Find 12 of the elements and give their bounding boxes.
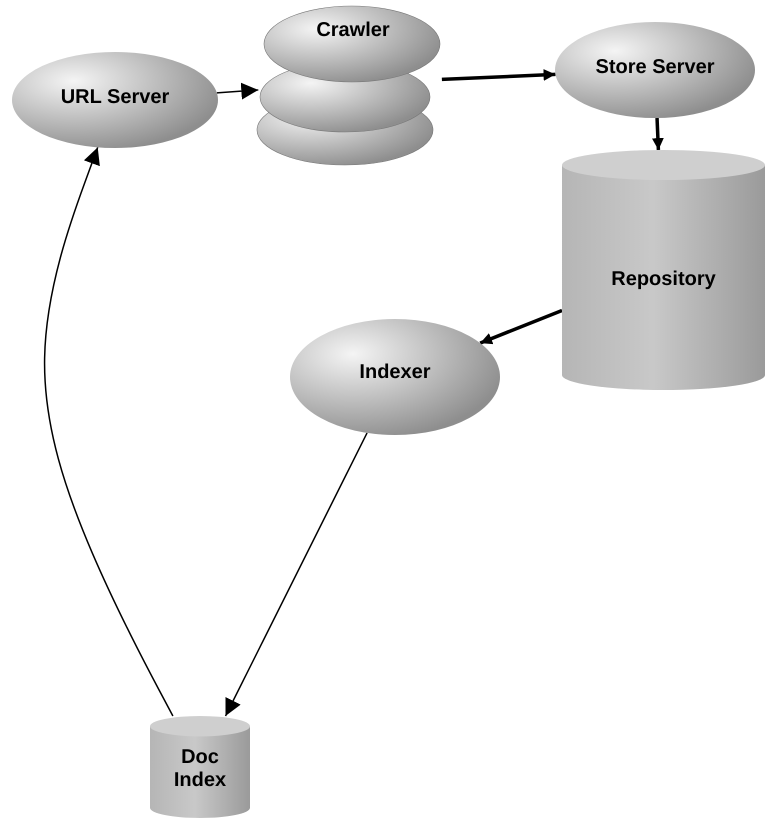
arrow bbox=[652, 118, 664, 150]
node-label: Store Server bbox=[594, 56, 716, 79]
arrow bbox=[44, 147, 174, 716]
arrow bbox=[442, 69, 556, 82]
node-label: Indexer bbox=[358, 361, 432, 384]
node-label: URL Server bbox=[60, 86, 170, 109]
arrow bbox=[224, 432, 368, 716]
arrow bbox=[480, 308, 563, 345]
node-label: Crawler bbox=[315, 19, 391, 42]
node-label: Repository bbox=[610, 268, 717, 291]
node-label: Doc Index bbox=[172, 746, 228, 792]
arrow bbox=[216, 82, 258, 100]
